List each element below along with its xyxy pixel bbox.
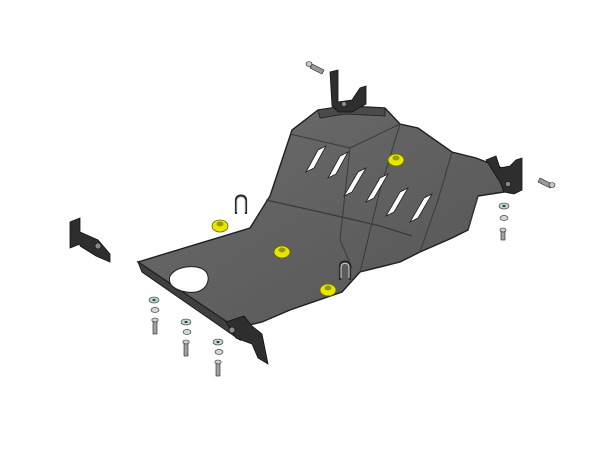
vent-slot: [364, 173, 390, 203]
bracket-right: [485, 155, 523, 195]
plate-front-lip: [136, 260, 241, 342]
rubber-mount: [319, 283, 337, 297]
vent-slot: [327, 151, 349, 179]
plate-crease-3: [339, 147, 353, 269]
vent-slot: [384, 187, 410, 217]
rubber-mounts: [211, 153, 405, 297]
bolt: [499, 227, 507, 241]
bracket-front-left: [69, 217, 111, 263]
lifting-eye: [338, 260, 352, 280]
washer: [150, 307, 160, 313]
skid-plate: [136, 105, 505, 342]
bolt-head: [505, 181, 511, 187]
plate-crease-6: [467, 195, 479, 231]
bolt: [151, 317, 159, 335]
plate-crease-5: [359, 123, 401, 273]
rubber-mount: [387, 153, 405, 167]
vent-slot: [342, 167, 368, 197]
lifting-eye: [234, 194, 248, 214]
washer: [499, 215, 509, 221]
bolt: [182, 339, 190, 357]
bracket-rear: [329, 69, 367, 113]
bolt: [305, 61, 325, 75]
washer: [212, 338, 224, 346]
vent-slot: [408, 193, 434, 223]
vent-slots: [305, 145, 434, 223]
washer: [148, 296, 160, 304]
bracket-front-right: [225, 315, 269, 365]
bolt: [537, 177, 556, 189]
rubber-mount: [273, 245, 291, 259]
vent-slot: [305, 145, 327, 173]
washer: [498, 202, 510, 210]
washer: [182, 329, 192, 335]
plate-crease-1: [265, 199, 413, 237]
rubber-mount: [211, 219, 229, 233]
bolt-head: [228, 326, 236, 334]
access-hole: [168, 266, 209, 293]
bolt: [214, 359, 222, 377]
washer: [180, 318, 192, 326]
bolt-head: [341, 101, 347, 107]
plate-crease-4: [419, 151, 453, 253]
bolt-head: [94, 242, 102, 250]
washer: [214, 349, 224, 355]
plate-surface: [136, 105, 505, 329]
